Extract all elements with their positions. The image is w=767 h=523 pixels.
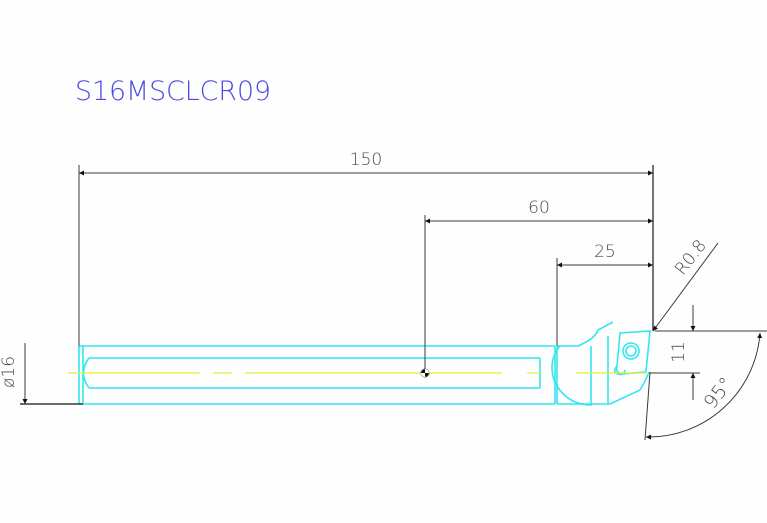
dimension-lines [20,165,767,441]
dim-shank-diameter: ø16 [0,356,19,388]
dim-overall-length: 150 [350,150,382,170]
drawing-title: S16MSCLCR09 [75,76,271,107]
dim-height-offset: 11 [669,341,689,363]
tool-holder [78,321,651,406]
gauge-point-marker [420,368,430,378]
dim-gauge-length: 60 [528,198,550,218]
insert-screw [622,342,640,360]
dim-head-length: 25 [594,242,616,262]
